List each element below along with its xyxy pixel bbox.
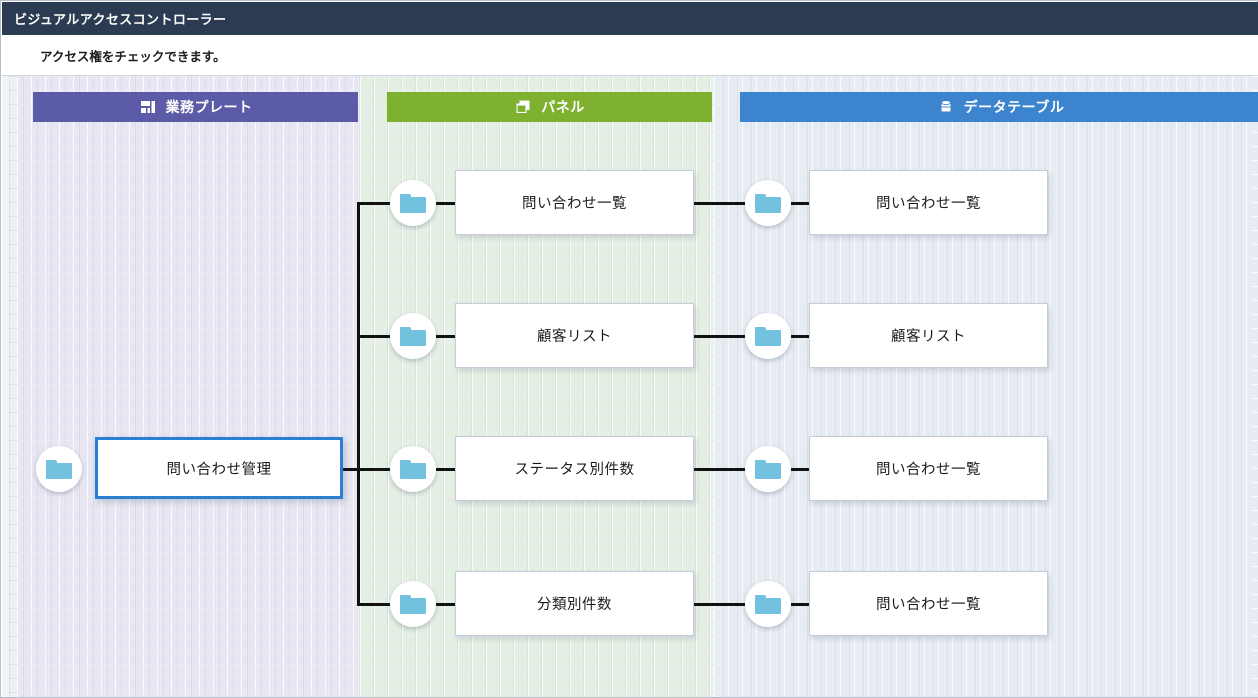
node-data-table-2[interactable]: 顧客リスト bbox=[809, 303, 1048, 368]
connector-panel-to-table-4 bbox=[694, 603, 754, 606]
node-badge-data-table-1[interactable] bbox=[745, 180, 791, 226]
canvas-surface: 業務プレート パネル bbox=[9, 76, 1258, 697]
node-badge-panel-3[interactable] bbox=[390, 446, 436, 492]
connector-trunk-to-panel-2 bbox=[357, 335, 397, 338]
subtitle-bar: アクセス権をチェックできます。 bbox=[2, 35, 1258, 76]
node-panel-2[interactable]: 顧客リスト bbox=[455, 303, 694, 368]
column-header-data-table[interactable]: データテーブル bbox=[740, 92, 1258, 122]
node-panel-1[interactable]: 問い合わせ一覧 bbox=[455, 170, 694, 235]
node-badge-panel-1[interactable] bbox=[390, 180, 436, 226]
connector-trunk-to-panel-3 bbox=[357, 468, 397, 471]
node-data-table-4[interactable]: 問い合わせ一覧 bbox=[809, 571, 1048, 636]
column-header-label: 業務プレート bbox=[165, 99, 253, 115]
connector-trunk bbox=[357, 202, 360, 604]
node-badge-business-plate-1[interactable] bbox=[36, 446, 82, 492]
folder-icon bbox=[755, 459, 781, 479]
node-label: 問い合わせ一覧 bbox=[876, 196, 981, 212]
folder-icon bbox=[755, 193, 781, 213]
node-business-plate-1[interactable]: 問い合わせ管理 bbox=[95, 437, 343, 499]
page-description: アクセス権をチェックできます。 bbox=[40, 49, 226, 64]
database-cylinder-icon bbox=[937, 98, 955, 116]
node-data-table-3[interactable]: 問い合わせ一覧 bbox=[809, 436, 1048, 501]
folder-icon bbox=[755, 594, 781, 614]
node-panel-3[interactable]: ステータス別件数 bbox=[455, 436, 694, 501]
folder-icon bbox=[400, 594, 426, 614]
node-label: 分類別件数 bbox=[537, 597, 612, 613]
connector-badge-to-panel-box-2 bbox=[436, 335, 459, 338]
connector-badge-to-table-box-1 bbox=[790, 202, 813, 205]
column-header-label: パネル bbox=[541, 99, 585, 115]
panel-window-icon bbox=[514, 98, 532, 116]
connector-badge-to-panel-box-3 bbox=[436, 468, 459, 471]
folder-icon bbox=[755, 326, 781, 346]
folder-icon bbox=[400, 326, 426, 346]
band-business-plate bbox=[17, 76, 358, 697]
column-header-panel[interactable]: パネル bbox=[387, 92, 712, 122]
folder-icon bbox=[400, 193, 426, 213]
node-badge-data-table-4[interactable] bbox=[745, 581, 791, 627]
connector-panel-to-table-1 bbox=[694, 202, 754, 205]
node-label: 顧客リスト bbox=[537, 329, 612, 345]
connector-badge-to-panel-box-4 bbox=[436, 603, 459, 606]
node-label: 問い合わせ一覧 bbox=[522, 196, 627, 212]
connector-trunk-to-panel-4 bbox=[357, 603, 397, 606]
column-header-business-plate[interactable]: 業務プレート bbox=[33, 92, 358, 122]
node-label: 顧客リスト bbox=[891, 329, 966, 345]
window-title: ビジュアルアクセスコントローラー bbox=[14, 12, 227, 27]
node-badge-data-table-2[interactable] bbox=[745, 313, 791, 359]
node-badge-panel-4[interactable] bbox=[390, 581, 436, 627]
connector-root-to-trunk bbox=[343, 468, 367, 471]
column-header-label: データテーブル bbox=[963, 99, 1065, 115]
node-data-table-1[interactable]: 問い合わせ一覧 bbox=[809, 170, 1048, 235]
connector-trunk-to-panel-1 bbox=[357, 202, 397, 205]
connector-badge-to-table-box-3 bbox=[790, 468, 813, 471]
connector-badge-to-table-box-4 bbox=[790, 603, 813, 606]
node-label: 問い合わせ一覧 bbox=[876, 597, 981, 613]
title-bar: ビジュアルアクセスコントローラー bbox=[2, 2, 1258, 35]
node-label: 問い合わせ管理 bbox=[166, 461, 272, 478]
folder-icon bbox=[46, 459, 72, 479]
node-badge-panel-2[interactable] bbox=[390, 313, 436, 359]
connector-panel-to-table-2 bbox=[694, 335, 754, 338]
node-label: 問い合わせ一覧 bbox=[876, 462, 981, 478]
diagram-canvas[interactable]: 業務プレート パネル bbox=[2, 76, 1258, 697]
node-panel-4[interactable]: 分類別件数 bbox=[455, 571, 694, 636]
connector-badge-to-table-box-2 bbox=[790, 335, 813, 338]
folder-icon bbox=[400, 459, 426, 479]
connector-badge-to-panel-box-1 bbox=[436, 202, 459, 205]
node-label: ステータス別件数 bbox=[514, 462, 635, 478]
connector-panel-to-table-3 bbox=[694, 468, 754, 471]
dashboard-grid-icon bbox=[139, 98, 157, 116]
node-badge-data-table-3[interactable] bbox=[745, 446, 791, 492]
